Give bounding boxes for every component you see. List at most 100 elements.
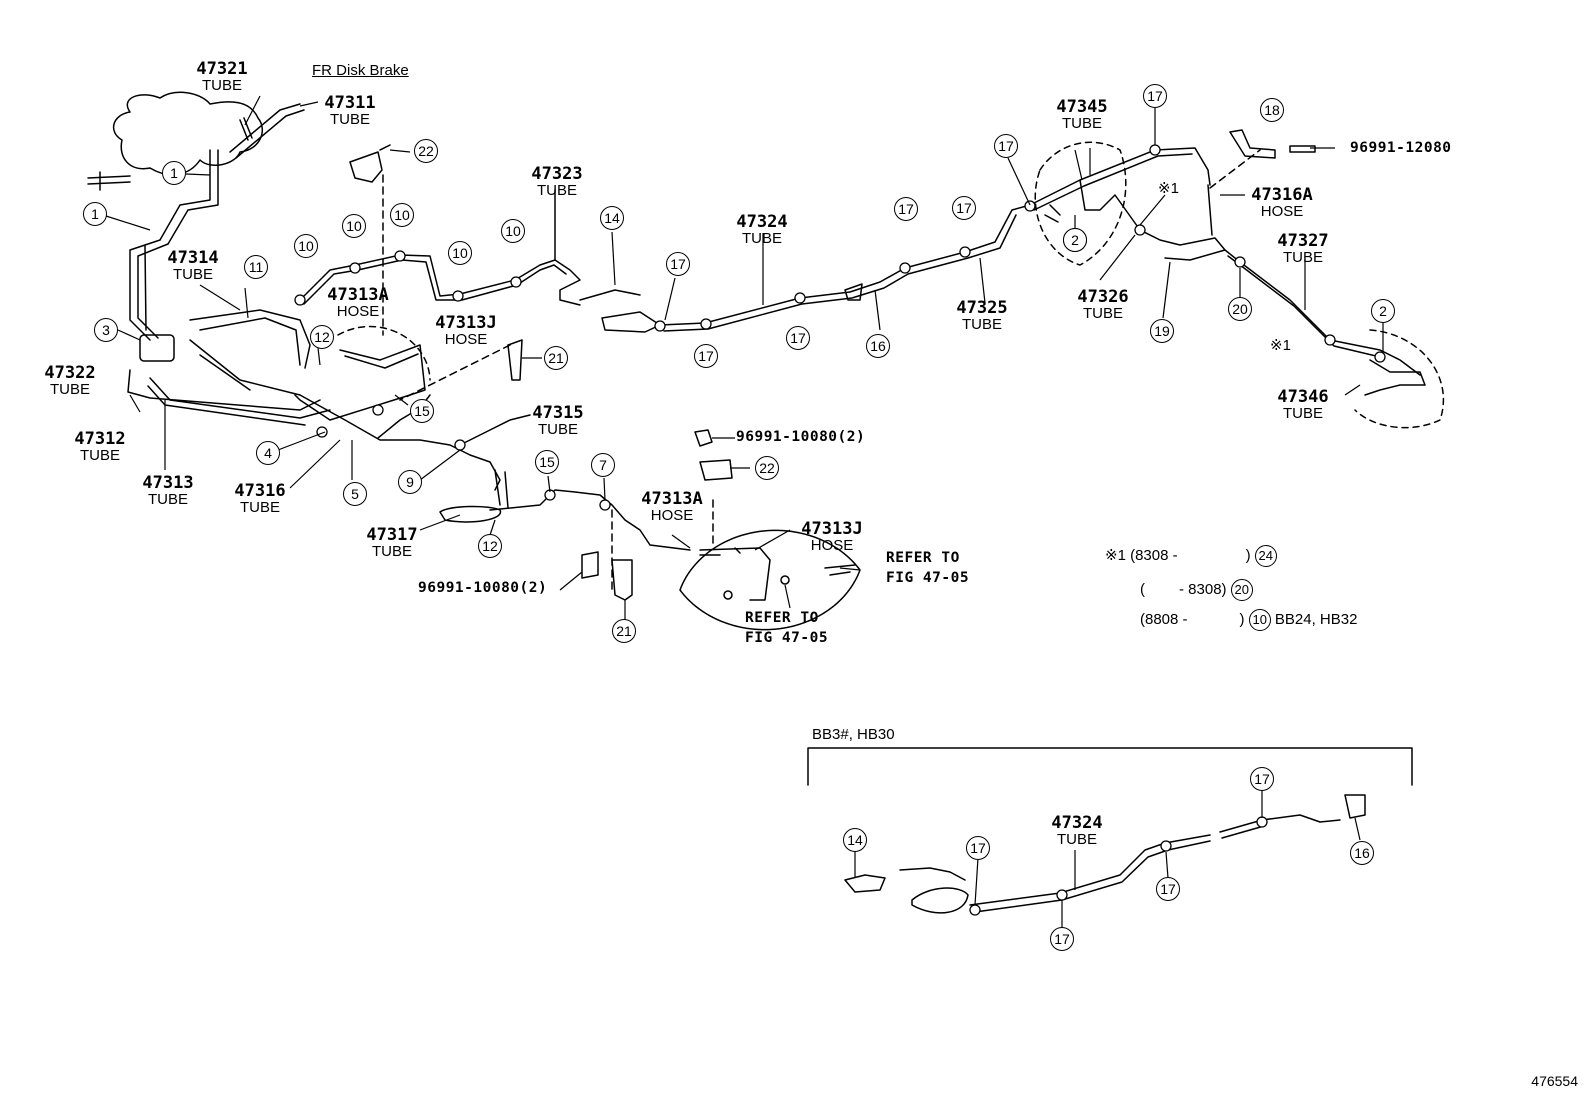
asterisk-mark-right: ※1 (1270, 337, 1291, 354)
callout-17: 17 (1050, 927, 1074, 951)
code-96991-10080-lower: 96991-10080(2) (418, 580, 548, 596)
callout-10: 10 (390, 203, 414, 227)
callout-1: 1 (83, 202, 107, 226)
tube-47311 (229, 103, 305, 159)
callout-10: 10 (342, 214, 366, 238)
bracket-21 (507, 339, 523, 381)
bracket-18 (1229, 129, 1276, 159)
hose-47316a (1207, 184, 1213, 236)
callout-17: 17 (994, 134, 1018, 158)
tube-47313 (149, 377, 331, 419)
tube-47315 (459, 414, 531, 446)
callout-20-legend: 20 (1230, 579, 1253, 601)
code-96991-10080-upper: 96991-10080(2) (736, 429, 866, 445)
figure-id: 476554 (1531, 1073, 1578, 1089)
variant-label: BB3#, HB30 (812, 726, 895, 743)
callout-17: 17 (894, 197, 918, 221)
callout-17: 17 (966, 836, 990, 860)
tube-47312 (127, 369, 321, 411)
callout-22: 22 (414, 139, 438, 163)
fr-disk-brake-label: FR Disk Brake (312, 62, 409, 79)
callout-16: 16 (1350, 841, 1374, 865)
note-8308-onward: ※1 (8308 -) 24 (1105, 545, 1277, 567)
code-96991-12080: 96991-12080 (1350, 140, 1452, 156)
tube-47314 (189, 309, 311, 369)
note-8808-onward: (8808 -) 10 BB24, HB32 (1140, 609, 1357, 631)
tube-47345 (1029, 147, 1211, 206)
callout-5: 5 (343, 482, 367, 506)
callout-17: 17 (666, 252, 690, 276)
hose-47313a-upper (339, 344, 426, 396)
callout-19: 19 (1150, 319, 1174, 343)
callout-16: 16 (866, 334, 890, 358)
callout-21: 21 (612, 619, 636, 643)
callout-15: 15 (535, 450, 559, 474)
tube-47324-variant (969, 834, 1211, 913)
callout-12: 12 (310, 325, 334, 349)
callout-17: 17 (1156, 877, 1180, 901)
callout-17: 17 (1143, 84, 1167, 108)
callout-24: 24 (1254, 545, 1277, 567)
callout-10: 10 (294, 234, 318, 258)
rear-brake-drum-right-top (1034, 141, 1127, 266)
callout-11: 11 (244, 255, 268, 279)
callout-7: 7 (591, 453, 615, 477)
callout-17: 17 (1250, 767, 1274, 791)
callout-22: 22 (755, 456, 779, 480)
tube-47317 (439, 505, 502, 523)
callout-12: 12 (478, 534, 502, 558)
callout-18: 18 (1260, 98, 1284, 122)
callout-2: 2 (1063, 228, 1087, 252)
tube-14-coil (579, 289, 661, 333)
callout-14: 14 (843, 828, 867, 852)
callout-10: 10 (501, 219, 525, 243)
callout-4: 4 (256, 441, 280, 465)
callout-17: 17 (786, 326, 810, 350)
callout-1: 1 (162, 161, 186, 185)
callout-20: 20 (1228, 297, 1252, 321)
bracket-22-top (349, 144, 391, 183)
callout-3: 3 (94, 318, 118, 342)
master-cylinder-outline (112, 91, 263, 176)
callout-14: 14 (600, 206, 624, 230)
tube-47321 (239, 117, 253, 141)
callout-15: 15 (410, 399, 434, 423)
callout-17: 17 (694, 344, 718, 368)
variant-bracket (807, 747, 1413, 786)
callout-10: 10 (448, 241, 472, 265)
callout-2: 2 (1371, 299, 1395, 323)
callout-21: 21 (544, 346, 568, 370)
tube-47324 (659, 204, 1031, 326)
callout-9: 9 (398, 470, 422, 494)
note-until-8308: (- 8308) 20 (1140, 579, 1253, 601)
asterisk-mark-top: ※1 (1158, 180, 1179, 197)
callout-10-legend: 10 (1248, 609, 1271, 631)
rear-brake-drum-right (1354, 329, 1445, 429)
bracket-21-lower (611, 559, 633, 601)
callout-17: 17 (952, 196, 976, 220)
valve-block (139, 334, 175, 362)
